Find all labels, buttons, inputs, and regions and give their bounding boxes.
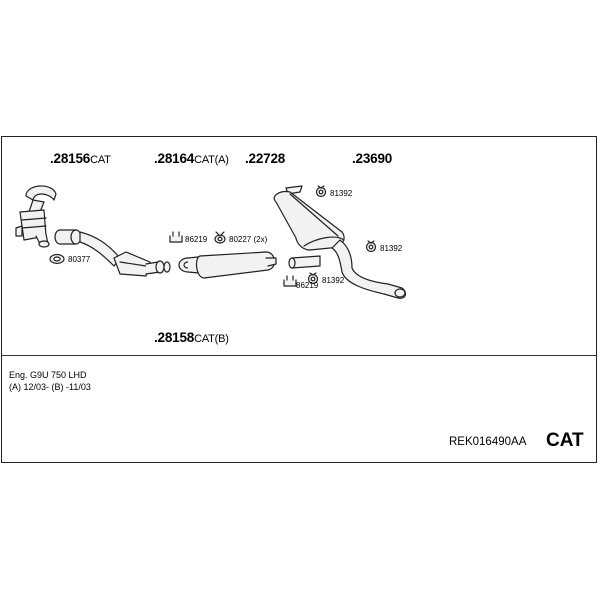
label-86219-a: 86219 (185, 235, 208, 244)
rear-muffler-23690[interactable] (273, 185, 407, 299)
frame-divider (1, 355, 597, 356)
engine-info: Eng. G9U 750 LHD (9, 370, 87, 380)
catalytic-converter-28156[interactable] (15, 185, 57, 248)
label-80227: 80227 (2x) (229, 235, 268, 244)
label-80377: 80377 (68, 255, 91, 264)
part-number-22728-main: .22728 (245, 151, 286, 166)
clamp-86219-a[interactable] (169, 231, 183, 243)
reference-number: REK016490AA (449, 436, 527, 448)
part-number-28156[interactable]: .28156CAT (50, 151, 111, 166)
label-81392-c: 81392 (322, 276, 345, 285)
hanger-81392-c[interactable] (307, 272, 319, 285)
part-number-22728[interactable]: .22728 (245, 151, 285, 166)
part-number-28158[interactable]: .28158CAT(B) (154, 330, 229, 345)
label-86219-b: 86219 (296, 281, 319, 290)
part-number-28158-main: .28158 (154, 330, 195, 345)
center-muffler-22728[interactable] (178, 251, 277, 279)
part-number-28156-main: .28156 (50, 151, 91, 166)
part-number-28158-suffix: CAT(B) (194, 333, 229, 345)
cat-badge: CAT (546, 430, 584, 451)
front-pipe-28164[interactable] (54, 229, 171, 277)
part-number-28164-suffix: CAT(A) (194, 154, 229, 166)
diagram-frame (1, 136, 597, 463)
part-number-23690[interactable]: .23690 (352, 151, 392, 166)
date-info: (A) 12/03- (B) -11/03 (9, 382, 91, 392)
part-number-28164-main: .28164 (154, 151, 195, 166)
hanger-81392-b[interactable] (365, 240, 377, 253)
gasket-80377[interactable] (49, 253, 65, 265)
label-81392-a: 81392 (330, 189, 353, 198)
hanger-81392-a[interactable] (315, 185, 327, 198)
part-number-23690-main: .23690 (352, 151, 393, 166)
part-number-28164[interactable]: .28164CAT(A) (154, 151, 229, 166)
clamp-86219-b[interactable] (283, 275, 297, 287)
hanger-80227[interactable] (214, 231, 226, 244)
label-81392-b: 81392 (380, 244, 403, 253)
part-number-28156-suffix: CAT (90, 154, 111, 166)
